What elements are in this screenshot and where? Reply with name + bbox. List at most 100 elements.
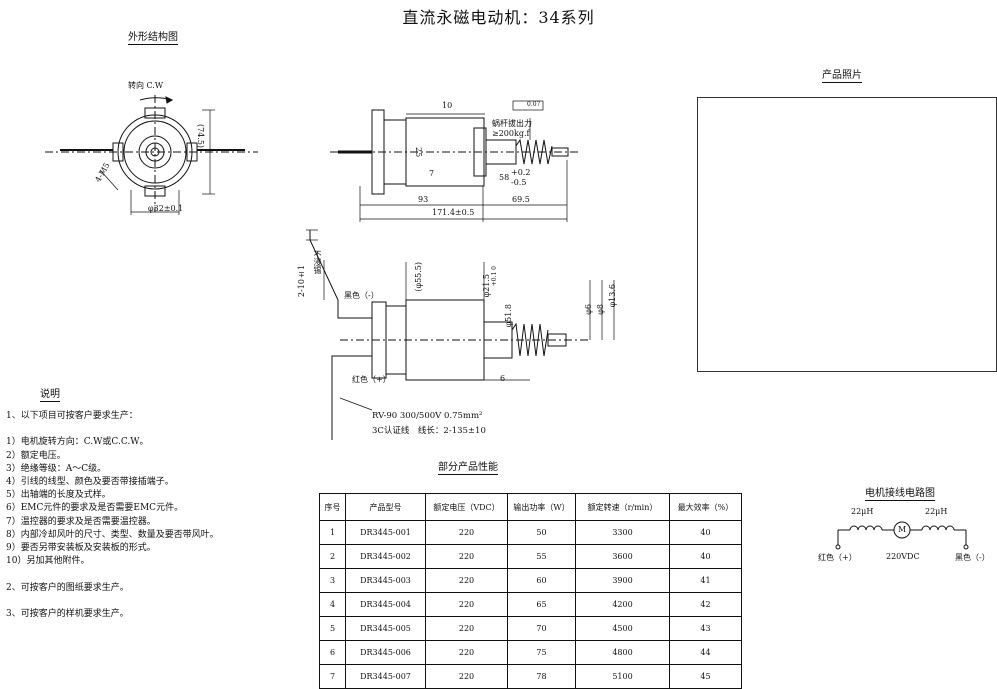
wire-spec-label: RV-90 300/500V 0.75mm² <box>372 411 483 421</box>
red-terminal-label: 红色（+） <box>818 553 857 562</box>
table-row: 5 DR3445-005 220 70 4500 43 <box>319 616 742 641</box>
black-terminal-label: 黑色（-） <box>955 553 990 562</box>
notes-list: 1、以下项目可按客户要求生产： 1）电机旋转方向：C.W或C.C.W。 2）额定… <box>6 410 219 621</box>
cell-power: 75 <box>507 640 576 665</box>
table-row: 2 DR3445-002 220 55 3600 40 <box>319 544 742 569</box>
cell-model: DR3445-007 <box>345 664 426 689</box>
note-line: 4）引线的线型、颜色及要否带接插端子。 <box>6 477 174 488</box>
note-line: 8）内部冷却风叶的尺寸、类型、数量及要否带风叶。 <box>6 529 219 540</box>
cell-index: 6 <box>319 640 346 665</box>
note-line <box>6 595 219 608</box>
note-line: 3、可按客户的样机要求生产。 <box>6 609 129 620</box>
note-line: 10）另加其他附件。 <box>6 556 90 567</box>
cell-efficiency: 45 <box>669 664 742 689</box>
dim25-label: 25 <box>414 147 423 158</box>
cell-index: 2 <box>319 544 346 569</box>
photo-section-title: 产品照片 <box>822 66 862 83</box>
cell-model: DR3445-002 <box>345 544 426 569</box>
cell-power: 55 <box>507 544 576 569</box>
cell-power: 78 <box>507 664 576 689</box>
header-power: 输出功率（W） <box>507 493 576 521</box>
cell-index: 7 <box>319 664 346 689</box>
dim1714-label: 171.4±0.5 <box>432 208 475 217</box>
note-line: 3）绝缘等级：A～C级。 <box>6 463 107 474</box>
wire-cert-label: 3C认证线 线长：2-135±10 <box>372 426 486 436</box>
cell-model: DR3445-005 <box>345 616 426 641</box>
diameter555-label: (φ55.5) <box>414 262 423 292</box>
cell-index: 3 <box>319 568 346 593</box>
cell-index: 4 <box>319 592 346 617</box>
cell-power: 50 <box>507 520 576 545</box>
motor-symbol-label: M <box>898 525 907 534</box>
cell-efficiency: 42 <box>669 592 742 617</box>
black-wire-label: 黑色（-） <box>344 291 379 300</box>
cell-power: 65 <box>507 592 576 617</box>
table-row: 7 DR3445-007 220 78 5100 45 <box>319 664 742 689</box>
dim10-label: 10 <box>442 101 453 110</box>
diameter32-label: φ32±0.1 <box>148 204 184 213</box>
note-line: 7）温控器的要求及是否需要温控器。 <box>6 516 156 527</box>
voltage-label: 220VDC <box>886 552 920 561</box>
wiring-circuit <box>835 521 969 550</box>
note-line: 1）电机旋转方向：C.W或C.C.W。 <box>6 437 149 448</box>
red-wire-label: 红色（+） <box>352 375 391 384</box>
cell-model: DR3445-001 <box>345 520 426 545</box>
cell-voltage: 220 <box>425 664 508 689</box>
note-line: 2、可按客户的图纸要求生产。 <box>6 582 129 593</box>
pull-force-label: ≥200kg.f <box>492 129 530 138</box>
cell-efficiency: 43 <box>669 616 742 641</box>
table-row: 1 DR3445-001 220 50 3300 40 <box>319 520 742 545</box>
worm-pull-label: 蜗杆拔出力 <box>492 119 532 128</box>
cell-efficiency: 40 <box>669 544 742 569</box>
cell-efficiency: 41 <box>669 568 742 593</box>
cell-power: 60 <box>507 568 576 593</box>
cell-speed: 4500 <box>575 616 670 641</box>
inductor-left-label: 22μH <box>851 507 874 516</box>
performance-section-title: 部分产品性能 <box>438 458 498 475</box>
height-dim-label: (74.5) <box>196 124 205 149</box>
dim6-label: 6 <box>500 374 506 383</box>
flatness-label: 0.07 <box>527 101 541 108</box>
note-line <box>6 568 219 581</box>
cell-voltage: 220 <box>425 640 508 665</box>
diameter215-label: φ21.5 <box>482 274 491 298</box>
cell-power: 70 <box>507 616 576 641</box>
dim7-label: 7 <box>429 169 435 178</box>
cell-speed: 4200 <box>575 592 670 617</box>
diameter8-label: φ8 <box>596 304 605 315</box>
diameter215-tol-label: +0.1 0 <box>491 266 498 287</box>
cell-voltage: 220 <box>425 592 508 617</box>
motor-bottom-view <box>306 229 615 440</box>
table-row: 3 DR3445-003 220 60 3900 41 <box>319 568 742 593</box>
performance-table: 序号 产品型号 额定电压（VDC） 输出功率（W） 额定转速（r/min） 最大… <box>319 493 742 689</box>
outline-section-title: 外形结构图 <box>128 28 178 45</box>
cell-index: 1 <box>319 520 346 545</box>
page-title: 直流永磁电动机：34系列 <box>402 8 595 27</box>
note-line: 2）额定电压。 <box>6 450 66 461</box>
note-line: 6）EMC元件的要求及是否需要EMC元件。 <box>6 503 184 514</box>
table-row: 6 DR3445-006 220 75 4800 44 <box>319 640 742 665</box>
cell-index: 5 <box>319 616 346 641</box>
cell-efficiency: 40 <box>669 520 742 545</box>
cell-model: DR3445-004 <box>345 592 426 617</box>
circuit-section-title: 电机接线电路图 <box>865 484 935 501</box>
cell-voltage: 220 <box>425 544 508 569</box>
dim58-label: 58 <box>499 173 510 182</box>
cell-model: DR3445-006 <box>345 640 426 665</box>
dim93-label: 93 <box>418 195 429 204</box>
no-tin-label: 不浸锡 <box>313 250 322 274</box>
note-line: 9）要否另带安装板及安装板的形式。 <box>6 543 156 554</box>
diameter518-label: φ51.8 <box>504 304 513 328</box>
notes-section-title: 说明 <box>40 385 60 402</box>
dim695-label: 69.5 <box>512 195 530 204</box>
cell-model: DR3445-003 <box>345 568 426 593</box>
motor-side-view <box>330 100 580 222</box>
header-index: 序号 <box>319 493 346 521</box>
cell-speed: 3600 <box>575 544 670 569</box>
header-speed: 额定转速（r/min） <box>575 493 670 521</box>
cell-voltage: 220 <box>425 568 508 593</box>
note-line <box>6 423 219 436</box>
header-model: 产品型号 <box>345 493 426 521</box>
table-row: 4 DR3445-004 220 65 4200 42 <box>319 592 742 617</box>
